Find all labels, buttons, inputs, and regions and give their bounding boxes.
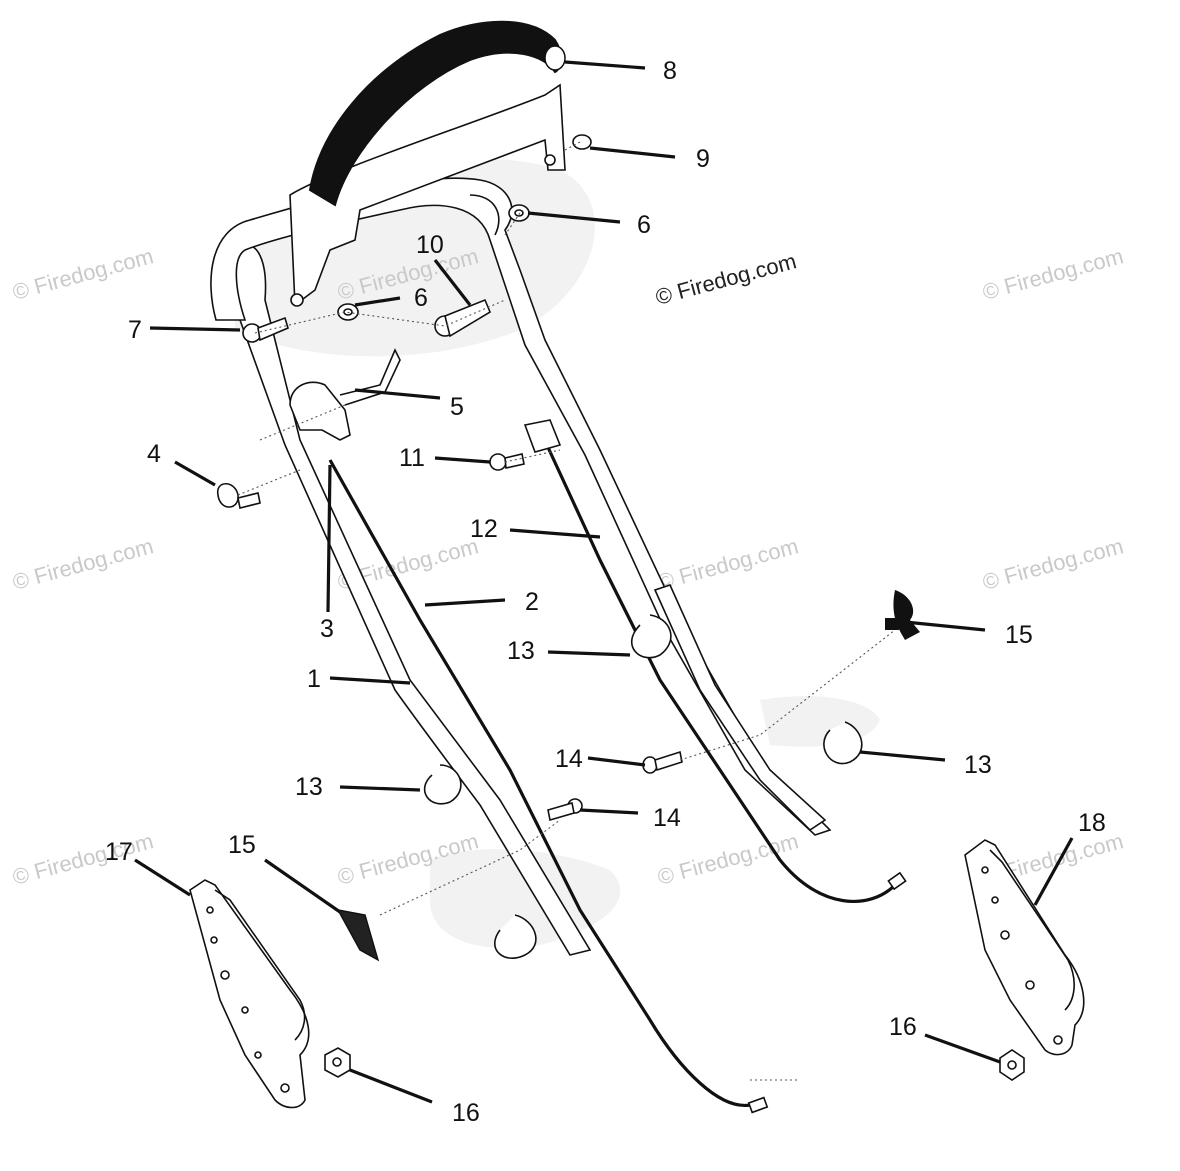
clip-13c <box>823 721 863 765</box>
callout-11: 11 <box>399 444 425 472</box>
callout-13c: 13 <box>964 751 992 779</box>
leader-13a <box>547 650 631 657</box>
callout-10: 10 <box>416 231 444 259</box>
leader-16b <box>924 1033 1001 1064</box>
callout-16a: 16 <box>452 1099 480 1127</box>
knob-4 <box>217 482 261 509</box>
leader-14b <box>579 808 639 815</box>
callout-18: 18 <box>1078 809 1106 837</box>
callout-5: 5 <box>450 393 464 421</box>
leader-15a <box>904 620 986 632</box>
watermark-tile-10: © Firedog.com <box>980 533 1126 595</box>
leader-8 <box>564 60 646 70</box>
washer-9 <box>572 134 592 150</box>
watermark-tile-7: © Firedog.com <box>655 533 801 595</box>
callout-14a: 14 <box>555 745 583 773</box>
lower-handle-right-tube <box>653 584 827 832</box>
leader-9 <box>589 146 676 159</box>
callout-12: 12 <box>470 515 498 543</box>
leader-18 <box>1033 837 1074 906</box>
callout-4: 4 <box>147 440 161 468</box>
nut-16a <box>324 1047 351 1078</box>
callout-labels: 8 9 6 6 10 7 5 4 11 12 3 2 1 13 15 13 14… <box>105 57 1106 1127</box>
control-cable-right <box>538 429 897 903</box>
leader-1 <box>329 676 411 685</box>
leader-15b <box>264 858 341 914</box>
callout-6b: 6 <box>637 211 651 239</box>
leader-13c <box>859 750 946 762</box>
leader-lines <box>134 60 1074 1104</box>
leader-13b <box>339 785 421 792</box>
cable-end-right <box>887 871 907 891</box>
watermark-tiles: © Firedog.com © Firedog.com © Firedog.co… <box>10 243 1126 890</box>
watermark-tile-3: © Firedog.com <box>10 828 156 890</box>
assembly-lines <box>237 141 896 1081</box>
leader-17 <box>134 858 191 897</box>
leader-2 <box>424 598 506 607</box>
leader-3 <box>326 464 332 613</box>
hardware <box>217 134 1025 1081</box>
control-cable-left <box>328 459 751 1107</box>
callout-8: 8 <box>663 57 677 85</box>
watermark-tile-2: © Firedog.com <box>10 533 156 595</box>
bolt-14a <box>642 750 683 774</box>
tube-bend-line <box>469 194 500 236</box>
leader-16a <box>349 1068 433 1104</box>
callout-14b: 14 <box>653 804 681 832</box>
bracket-hole-left <box>290 293 304 307</box>
nut-16b <box>999 1049 1025 1081</box>
leader-14a <box>587 756 646 767</box>
callout-15b: 15 <box>228 831 256 859</box>
callout-7: 7 <box>128 316 142 344</box>
watermark-tile-1: © Firedog.com <box>10 243 156 305</box>
leader-5 <box>354 388 441 400</box>
grip-end <box>544 45 566 71</box>
leader-11 <box>434 456 491 464</box>
handle-bracket-17 <box>189 879 310 1109</box>
wing-knob-15b <box>336 909 380 962</box>
wing-knob-15a <box>885 590 920 640</box>
cable-end-left <box>747 1096 769 1114</box>
bracket-hole-right <box>544 154 556 166</box>
control-lever <box>289 381 351 441</box>
callout-13a: 13 <box>507 637 535 665</box>
handle-bracket-18 <box>964 839 1085 1056</box>
callout-9: 9 <box>696 145 710 173</box>
bolt-7 <box>242 316 289 343</box>
callout-13b: 13 <box>295 773 323 801</box>
callout-1: 1 <box>307 665 321 693</box>
clip-13a <box>631 614 672 659</box>
leader-6b <box>527 211 621 224</box>
leader-4 <box>174 460 216 487</box>
cable-clip <box>523 419 562 453</box>
callout-6a: 6 <box>414 284 428 312</box>
callout-17: 17 <box>105 838 133 866</box>
lever-rod <box>339 348 401 406</box>
leader-12 <box>509 528 601 539</box>
clip-13d <box>494 914 537 959</box>
bolt-14b <box>547 798 583 822</box>
leader-7 <box>149 326 241 332</box>
callout-16b: 16 <box>889 1013 917 1041</box>
leader-6a <box>354 296 401 307</box>
bolt-10 <box>434 298 492 338</box>
callout-3: 3 <box>320 615 334 643</box>
callout-15a: 15 <box>1005 621 1033 649</box>
leader-10 <box>433 259 472 306</box>
clip-13b <box>423 764 462 805</box>
watermark-main: © Firedog.com <box>653 248 799 310</box>
watermark-tile-9: © Firedog.com <box>980 243 1126 305</box>
callout-2: 2 <box>525 588 539 616</box>
handle-assembly <box>210 20 907 1114</box>
